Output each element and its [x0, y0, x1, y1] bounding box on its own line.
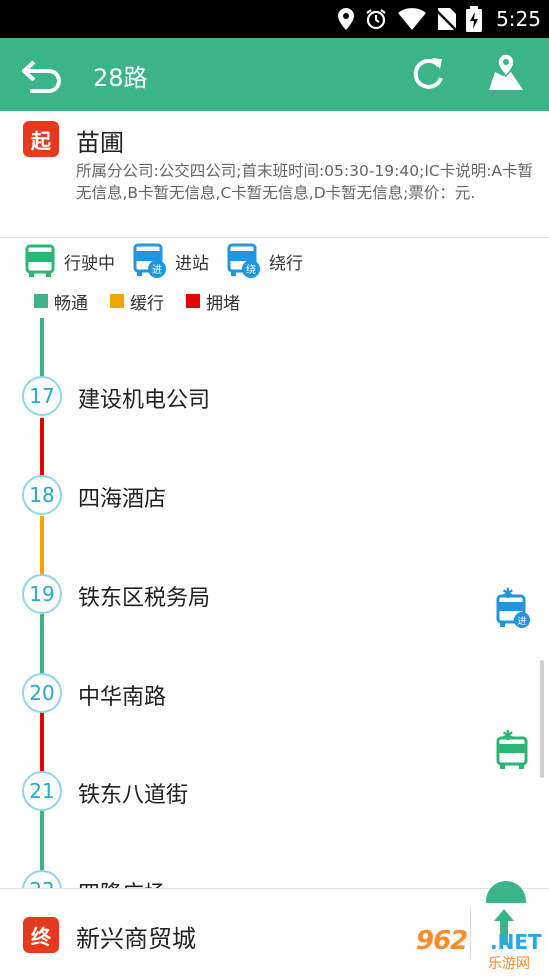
- legend-smooth-label: 畅通: [54, 293, 88, 314]
- bus-arriving-icon: 进: [133, 243, 166, 278]
- bus-running-icon[interactable]: ✱: [494, 728, 532, 772]
- svg-text:进: 进: [152, 264, 162, 276]
- start-station-name: 苗圃: [76, 129, 124, 157]
- start-station-header: 起 苗圃 所属分公司:公交四公司;首末班时间:05:30-19:40;IC卡说明…: [0, 111, 549, 238]
- bus-detour-icon: 绕: [227, 243, 260, 278]
- bus-state-legend: 行驶中 进 进站 绕 绕行: [24, 243, 321, 279]
- legend-detour-label: 绕行: [269, 253, 303, 274]
- end-station-name: 新兴商贸城: [76, 925, 196, 953]
- station-number: 22: [22, 870, 62, 888]
- watermark-logo: 962 .NET 乐游网: [416, 926, 544, 972]
- refresh-icon[interactable]: [408, 54, 448, 94]
- station-number: 19: [22, 574, 62, 614]
- station-name: 铁东区税务局: [78, 586, 211, 611]
- start-badge: 起: [23, 121, 59, 157]
- station-number: 17: [22, 376, 62, 416]
- station-item[interactable]: 17 建设机电公司: [0, 376, 549, 420]
- end-station-footer: 终 新兴商贸城: [0, 881, 549, 977]
- legend-detour: 绕 绕行: [227, 243, 303, 279]
- segment-smooth: [40, 614, 44, 674]
- page-title: 28路: [93, 64, 148, 92]
- station-item[interactable]: 19 铁东区税务局: [0, 574, 549, 618]
- station-item[interactable]: 22 四隆广场: [0, 870, 549, 888]
- svg-text:✱: ✱: [502, 586, 514, 602]
- legend-running-label: 行驶中: [64, 253, 115, 274]
- legend-jam: 拥堵: [186, 289, 240, 314]
- svg-text:绕: 绕: [246, 263, 256, 276]
- back-icon[interactable]: [20, 56, 64, 94]
- station-item[interactable]: 18 四海酒店: [0, 475, 549, 519]
- station-name: 四隆广场: [78, 876, 166, 888]
- smooth-swatch: [34, 294, 48, 308]
- alarm-icon: [366, 9, 386, 30]
- wifi-icon: [398, 8, 427, 30]
- watermark-domain: .NET: [490, 930, 542, 954]
- legend-jam-label: 拥堵: [206, 293, 240, 314]
- legend-smooth: 畅通: [34, 289, 88, 314]
- station-number: 21: [22, 771, 62, 811]
- segment-smooth: [40, 318, 44, 378]
- station-number: 18: [22, 475, 62, 515]
- station-name: 中华南路: [78, 685, 167, 710]
- segment-smooth: [40, 810, 44, 870]
- station-number: 20: [22, 673, 62, 713]
- location-icon: [338, 8, 355, 30]
- legend-slow: 缓行: [110, 289, 164, 314]
- segment-jam: [40, 418, 44, 478]
- traffic-legend: 畅通 缓行 拥堵: [34, 289, 262, 314]
- route-info: 所属分公司:公交四公司;首末班时间:05:30-19:40;IC卡说明:A卡暂无…: [76, 162, 534, 202]
- bus-running-icon: [25, 244, 55, 277]
- station-name: 铁东八道街: [78, 783, 189, 808]
- status-time: 5:25: [496, 7, 541, 31]
- station-item[interactable]: 20 中华南路: [0, 673, 549, 717]
- legend-running: 行驶中: [24, 244, 115, 278]
- status-bar: 5:25: [0, 0, 549, 38]
- station-list[interactable]: 17 建设机电公司 18 四海酒店 19 铁东区税务局 20 中华南路 21 铁…: [0, 318, 549, 888]
- locate-fab[interactable]: [486, 881, 526, 903]
- end-badge: 终: [23, 917, 59, 953]
- jam-swatch: [186, 294, 200, 308]
- legend-slow-label: 缓行: [130, 293, 164, 314]
- svg-text:✱: ✱: [502, 728, 514, 744]
- legend-arriving: 进 进站: [133, 243, 209, 279]
- station-name: 建设机电公司: [78, 388, 211, 413]
- scrollbar[interactable]: [540, 660, 544, 778]
- station-name: 四海酒店: [78, 487, 167, 512]
- divider: [470, 907, 471, 959]
- arrow-up-icon[interactable]: [490, 907, 518, 947]
- battery-charging-icon: [466, 6, 483, 32]
- status-icons: 5:25: [338, 0, 541, 38]
- slow-swatch: [110, 294, 124, 308]
- no-sim-icon: [436, 8, 457, 30]
- segment-jam: [40, 712, 44, 772]
- legend-arriving-label: 进站: [175, 253, 209, 274]
- watermark-number: 962: [416, 926, 468, 956]
- watermark-name: 乐游网: [488, 956, 530, 972]
- svg-text:进: 进: [517, 616, 526, 627]
- map-icon[interactable]: [485, 52, 527, 94]
- bus-arriving-icon[interactable]: ✱ 进: [494, 586, 532, 630]
- toolbar: 28路: [0, 38, 549, 111]
- segment-slow: [40, 516, 44, 576]
- station-item[interactable]: 21 铁东八道街: [0, 771, 549, 815]
